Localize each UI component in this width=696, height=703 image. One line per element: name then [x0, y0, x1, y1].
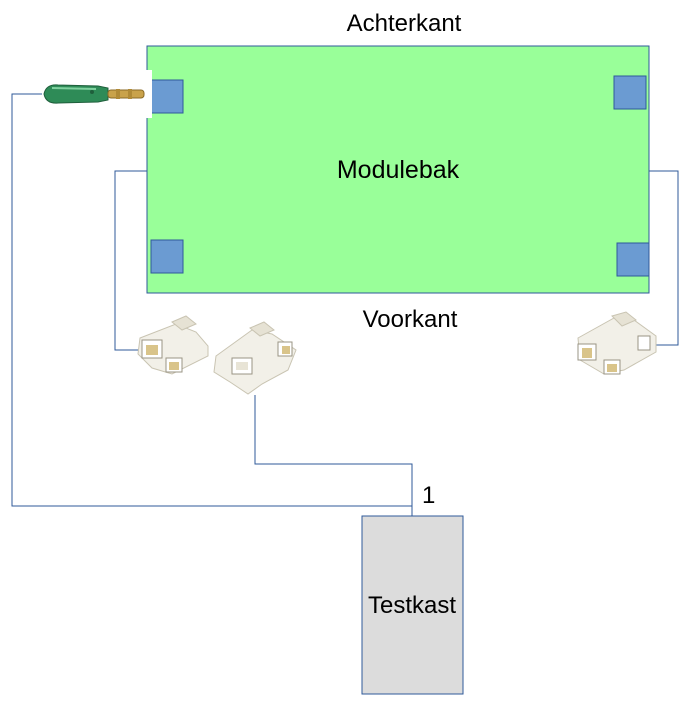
- corner-pad-bottom-right: [616, 242, 650, 277]
- module-label: Modulebak: [337, 156, 460, 184]
- corner-pad-bottom-left: [150, 239, 184, 274]
- pin-number-label: 1: [422, 482, 435, 509]
- tester-label: Testkast: [368, 592, 456, 619]
- connector-plug-icon: [137, 315, 209, 375]
- front-label: Voorkant: [363, 306, 458, 333]
- corner-pad-top-right: [613, 75, 647, 110]
- corner-pad-top-left: [150, 79, 184, 114]
- wire-module-right-to-connector: [649, 170, 679, 346]
- connector-plug-icon: [213, 321, 297, 395]
- connector-plug-icon: [577, 311, 657, 375]
- module-tray-body: [146, 45, 650, 294]
- back-label: Achterkant: [347, 10, 462, 37]
- wire-banana-to-tester: [11, 93, 413, 516]
- module-tray: Modulebak: [146, 45, 650, 294]
- banana-plug-icon: [43, 70, 152, 118]
- tester-body: [361, 515, 464, 695]
- wires: [11, 93, 679, 516]
- wire-module-left-to-connector: [114, 170, 147, 351]
- tester-box: Testkast: [361, 515, 464, 695]
- wire-connector-to-tester: [254, 395, 413, 506]
